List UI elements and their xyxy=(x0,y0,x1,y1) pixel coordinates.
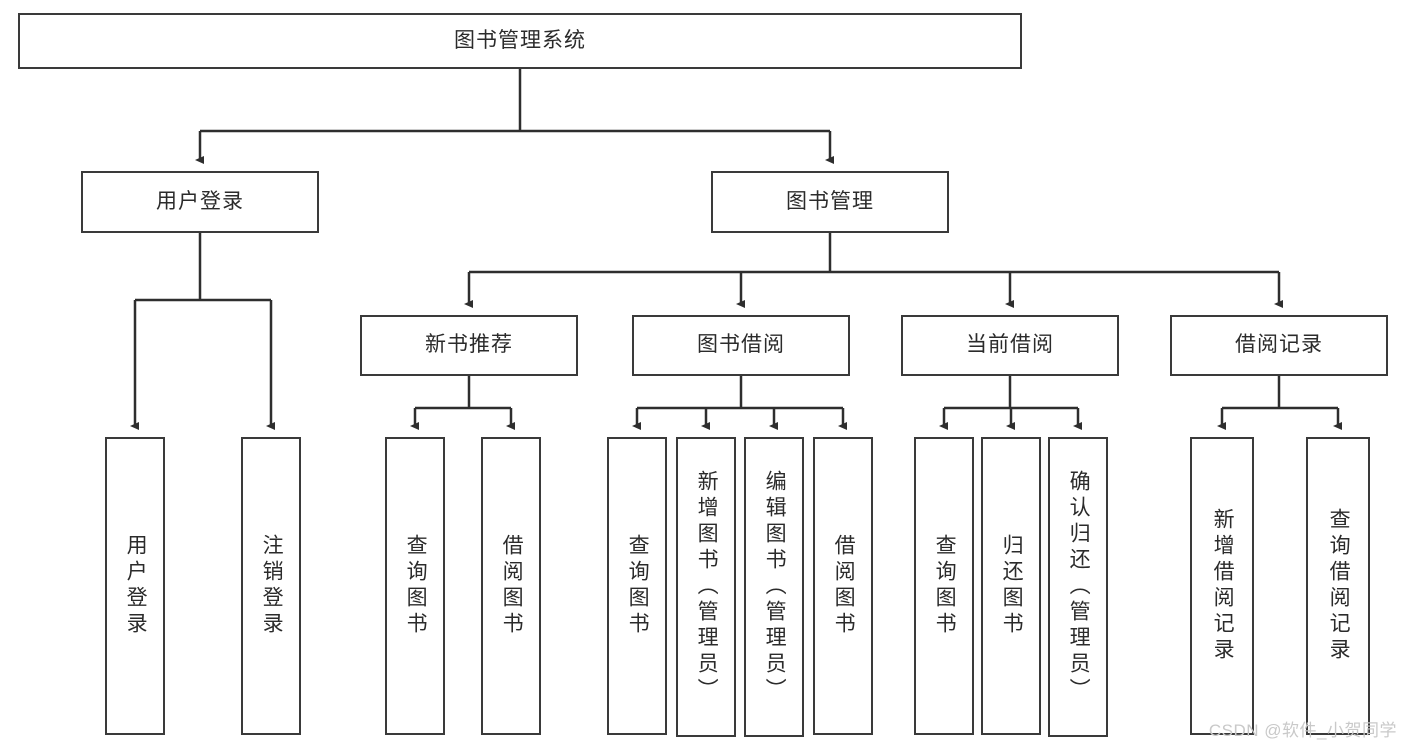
node-label: 用户登录 xyxy=(156,189,244,213)
leaf-node[interactable]: 编辑图书（管理员） xyxy=(744,437,804,737)
leaf-node[interactable]: 确认归还（管理员） xyxy=(1048,437,1108,737)
leaf-node[interactable]: 借阅图书 xyxy=(813,437,873,735)
node-label: 归还图书 xyxy=(1000,534,1024,638)
node-root[interactable]: 图书管理系统 xyxy=(18,13,1022,69)
node-label: 图书借阅 xyxy=(697,333,785,357)
leaf-node[interactable]: 用户登录 xyxy=(105,437,165,735)
node-label: 确认归还（管理员） xyxy=(1067,470,1091,704)
node-label: 借阅记录 xyxy=(1235,333,1323,357)
leaf-node[interactable]: 查询借阅记录 xyxy=(1306,437,1370,735)
node-new-book-recommend[interactable]: 新书推荐 xyxy=(360,315,578,376)
node-book-management[interactable]: 图书管理 xyxy=(711,171,949,233)
node-borrow-record[interactable]: 借阅记录 xyxy=(1170,315,1388,376)
node-current-borrow[interactable]: 当前借阅 xyxy=(901,315,1119,376)
node-label: 新增图书（管理员） xyxy=(695,470,719,704)
node-label: 图书管理 xyxy=(786,189,874,213)
leaf-node[interactable]: 新增图书（管理员） xyxy=(676,437,736,737)
leaf-node[interactable]: 查询图书 xyxy=(914,437,974,735)
node-label: 当前借阅 xyxy=(966,333,1054,357)
node-book-borrow[interactable]: 图书借阅 xyxy=(632,315,850,376)
node-label: 新增借阅记录 xyxy=(1211,508,1235,664)
leaf-node[interactable]: 注销登录 xyxy=(241,437,301,735)
node-label: 注销登录 xyxy=(260,534,284,638)
leaf-node[interactable]: 借阅图书 xyxy=(481,437,541,735)
node-label: 查询借阅记录 xyxy=(1327,508,1351,664)
leaf-node[interactable]: 查询图书 xyxy=(607,437,667,735)
node-label: 借阅图书 xyxy=(832,534,856,638)
watermark: CSDN @软件_小贺同学 xyxy=(1208,721,1397,740)
node-label: 借阅图书 xyxy=(500,534,524,638)
node-label: 新书推荐 xyxy=(425,333,513,357)
node-label: 图书管理系统 xyxy=(454,28,586,52)
leaf-node[interactable]: 查询图书 xyxy=(385,437,445,735)
leaf-node[interactable]: 归还图书 xyxy=(981,437,1041,735)
node-label: 查询图书 xyxy=(933,534,957,638)
node-label: 编辑图书（管理员） xyxy=(763,470,787,704)
node-user-login[interactable]: 用户登录 xyxy=(81,171,319,233)
node-label: 用户登录 xyxy=(124,534,148,638)
node-label: 查询图书 xyxy=(404,534,428,638)
leaf-node[interactable]: 新增借阅记录 xyxy=(1190,437,1254,735)
node-label: 查询图书 xyxy=(626,534,650,638)
